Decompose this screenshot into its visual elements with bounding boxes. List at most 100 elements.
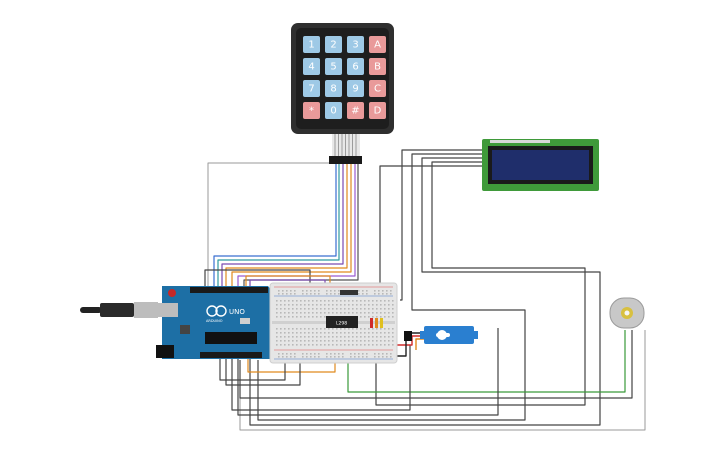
breadboard-hole bbox=[304, 312, 306, 314]
keypad-key-1-1[interactable] bbox=[325, 58, 342, 75]
breadboard-hole bbox=[276, 304, 278, 306]
breadboard-rail-hole bbox=[342, 356, 344, 358]
keypad-key-0-1[interactable] bbox=[325, 36, 342, 53]
arduino-header-bottom bbox=[200, 352, 262, 358]
breadboard-hole bbox=[284, 304, 286, 306]
breadboard-rail-hole bbox=[310, 290, 312, 292]
breadboard-hole bbox=[340, 308, 342, 310]
breadboard-rail-hole bbox=[386, 353, 388, 355]
breadboard-hole bbox=[300, 336, 302, 338]
breadboard-hole bbox=[328, 308, 330, 310]
breadboard-hole bbox=[388, 304, 390, 306]
breadboard-hole bbox=[312, 312, 314, 314]
wire-lcd-3 bbox=[249, 157, 601, 426]
breadboard-hole bbox=[312, 336, 314, 338]
breadboard-hole bbox=[340, 344, 342, 346]
breadboard-hole bbox=[388, 328, 390, 330]
breadboard-hole bbox=[308, 308, 310, 310]
arduino-board: UNO ARDUINO bbox=[156, 286, 272, 359]
breadboard-hole bbox=[380, 340, 382, 342]
breadboard-hole bbox=[316, 344, 318, 346]
breadboard-rail-hole bbox=[286, 353, 288, 355]
keypad-key-3-2[interactable] bbox=[347, 102, 364, 119]
breadboard-hole bbox=[304, 332, 306, 334]
breadboard-hole bbox=[364, 332, 366, 334]
breadboard-rail-hole bbox=[310, 293, 312, 295]
keypad-key-3-1[interactable] bbox=[325, 102, 342, 119]
breadboard-hole bbox=[276, 336, 278, 338]
keypad-key-2-0[interactable] bbox=[303, 80, 320, 97]
breadboard-hole bbox=[280, 332, 282, 334]
breadboard-hole bbox=[340, 336, 342, 338]
breadboard-hole bbox=[320, 336, 322, 338]
breadboard-hole bbox=[328, 304, 330, 306]
breadboard-rail-hole bbox=[354, 356, 356, 358]
breadboard-hole bbox=[384, 336, 386, 338]
breadboard-hole bbox=[308, 336, 310, 338]
arduino-crystal bbox=[240, 318, 250, 324]
wire-keypad-purple bbox=[221, 164, 344, 287]
breadboard-hole bbox=[328, 340, 330, 342]
breadboard-hole bbox=[372, 340, 374, 342]
breadboard-rail-hole bbox=[282, 356, 284, 358]
breadboard-hole bbox=[384, 316, 386, 318]
breadboard-hole bbox=[280, 308, 282, 310]
breadboard-rail-hole bbox=[382, 293, 384, 295]
keypad-key-2-1[interactable] bbox=[325, 80, 342, 97]
keypad-key-0-2[interactable] bbox=[347, 36, 364, 53]
breadboard-hole bbox=[336, 336, 338, 338]
arduino-capacitor bbox=[180, 325, 190, 334]
breadboard-rail-hole bbox=[390, 353, 392, 355]
keypad-key-3-3[interactable] bbox=[369, 102, 386, 119]
keypad-key-3-0[interactable] bbox=[303, 102, 320, 119]
keypad-key-1-2[interactable] bbox=[347, 58, 364, 75]
keypad-key-label: * bbox=[309, 106, 314, 117]
breadboard-hole bbox=[292, 336, 294, 338]
breadboard-hole bbox=[332, 300, 334, 302]
keypad-key-2-3[interactable] bbox=[369, 80, 386, 97]
breadboard-hole bbox=[380, 328, 382, 330]
breadboard-hole bbox=[316, 336, 318, 338]
lcd-display bbox=[482, 139, 599, 191]
breadboard-rail-hole bbox=[390, 290, 392, 292]
breadboard-hole bbox=[364, 300, 366, 302]
keypad-key-0-3[interactable] bbox=[369, 36, 386, 53]
breadboard-rail-hole bbox=[318, 353, 320, 355]
servo-tab-left bbox=[420, 331, 426, 339]
keypad-key-label: 2 bbox=[330, 40, 336, 51]
breadboard-hole bbox=[300, 304, 302, 306]
breadboard-hole bbox=[360, 340, 362, 342]
breadboard-hole bbox=[316, 308, 318, 310]
keypad-key-1-0[interactable] bbox=[303, 58, 320, 75]
breadboard-hole bbox=[296, 328, 298, 330]
breadboard-rail-hole bbox=[306, 356, 308, 358]
breadboard-hole bbox=[304, 344, 306, 346]
breadboard-hole bbox=[300, 300, 302, 302]
breadboard-rail-hole bbox=[326, 356, 328, 358]
wire-lcd-1 bbox=[400, 149, 482, 301]
breadboard-rail-hole bbox=[358, 290, 360, 292]
breadboard-hole bbox=[316, 332, 318, 334]
breadboard-hole bbox=[280, 344, 282, 346]
breadboard-hole bbox=[336, 328, 338, 330]
breadboard-hole bbox=[316, 304, 318, 306]
breadboard-hole bbox=[344, 336, 346, 338]
breadboard-hole bbox=[392, 312, 394, 314]
breadboard-rail-hole bbox=[358, 293, 360, 295]
breadboard-hole bbox=[392, 336, 394, 338]
breadboard-rail-hole bbox=[302, 353, 304, 355]
breadboard-hole bbox=[348, 336, 350, 338]
breadboard-hole bbox=[300, 328, 302, 330]
keypad-key-0-0[interactable] bbox=[303, 36, 320, 53]
keypad-key-1-3[interactable] bbox=[369, 58, 386, 75]
breadboard-hole bbox=[304, 340, 306, 342]
keypad-key-2-2[interactable] bbox=[347, 80, 364, 97]
breadboard-hole bbox=[352, 336, 354, 338]
servo-horn bbox=[436, 333, 450, 337]
breadboard-hole bbox=[356, 304, 358, 306]
breadboard-hole bbox=[332, 308, 334, 310]
breadboard-hole bbox=[280, 312, 282, 314]
breadboard-rail-hole bbox=[290, 353, 292, 355]
breadboard-hole bbox=[284, 300, 286, 302]
